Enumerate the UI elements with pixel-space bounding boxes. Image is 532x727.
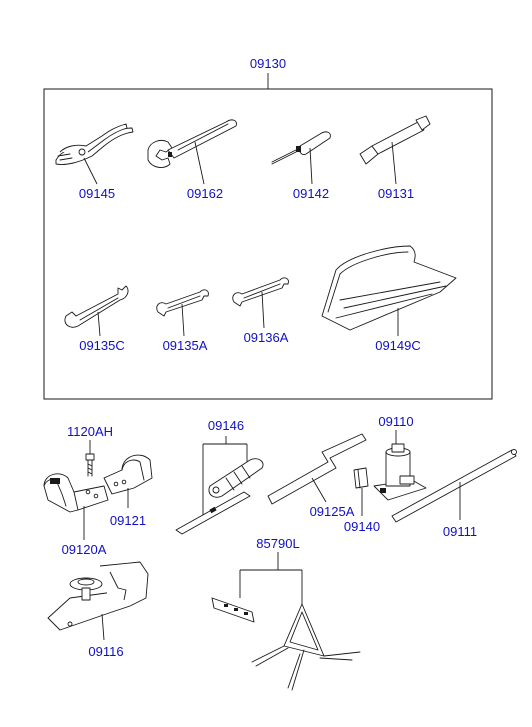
tool-kit-group-09130: 09130 bbox=[43, 56, 493, 400]
double-open-wrench-icon bbox=[156, 289, 209, 317]
leader-09135C bbox=[97, 311, 101, 337]
label-09131[interactable]: 09131 bbox=[378, 186, 414, 201]
wrench-09135A: 09135A bbox=[156, 289, 209, 353]
leader-09125A bbox=[311, 477, 327, 503]
label-09135C[interactable]: 09135C bbox=[79, 338, 125, 353]
bottle-jack-icon bbox=[373, 443, 427, 501]
label-09120A[interactable]: 09120A bbox=[62, 542, 107, 557]
double-open-wrench-icon bbox=[64, 285, 129, 328]
leader-09135A bbox=[181, 303, 185, 337]
bracket-icon bbox=[43, 473, 109, 513]
jack-handle-icon bbox=[208, 458, 264, 498]
wheel-brace-icon bbox=[267, 433, 367, 505]
screwdriver-09142: 09142 bbox=[271, 131, 331, 201]
label-09111[interactable]: 09111 bbox=[443, 524, 477, 539]
leader-09145 bbox=[83, 157, 98, 185]
spacer-block-icon bbox=[353, 467, 369, 489]
jack-handle-icon bbox=[175, 491, 251, 535]
label-09136A[interactable]: 09136A bbox=[244, 330, 289, 345]
adjustable-wrench-icon bbox=[147, 119, 237, 168]
label-09110[interactable]: 09110 bbox=[378, 414, 413, 429]
label-09116[interactable]: 09116 bbox=[88, 644, 123, 659]
bolt-icon bbox=[85, 453, 95, 477]
adjustable-wrench-09162: 09162 bbox=[147, 119, 237, 201]
pliers-icon bbox=[55, 123, 134, 165]
pliers-09145: 09145 bbox=[55, 123, 134, 201]
extension-bar-09131: 09131 bbox=[359, 115, 431, 201]
wheel-brace-icon bbox=[391, 449, 517, 523]
bolt-1120AH: 1120AH bbox=[67, 424, 113, 477]
label-09130[interactable]: 09130 bbox=[250, 56, 286, 71]
warning-triangle-85790L: 85790L bbox=[211, 536, 361, 691]
kit-box-outline bbox=[43, 88, 493, 400]
leader-09136A bbox=[261, 291, 265, 329]
clamp-icon bbox=[103, 454, 153, 495]
clamp-09121: 09121 bbox=[103, 454, 153, 528]
rod-09111: 09111 bbox=[391, 449, 517, 539]
leader-09131 bbox=[391, 141, 397, 185]
extension-bar-icon bbox=[359, 115, 431, 165]
label-09121[interactable]: 09121 bbox=[110, 513, 146, 528]
spacer-09140: 09140 bbox=[344, 467, 380, 534]
double-open-wrench-icon bbox=[232, 277, 289, 307]
wrench-09136A: 09136A bbox=[232, 277, 289, 345]
wrench-09135C: 09135C bbox=[64, 285, 129, 353]
tool-bag-09149C: 09149C bbox=[321, 245, 457, 353]
label-09162[interactable]: 09162 bbox=[187, 186, 223, 201]
tool-bag-icon bbox=[321, 245, 457, 331]
label-85790L[interactable]: 85790L bbox=[256, 536, 299, 551]
label-09135A[interactable]: 09135A bbox=[163, 338, 208, 353]
label-09146[interactable]: 09146 bbox=[208, 418, 244, 433]
jack-base-plate-icon bbox=[47, 561, 149, 631]
bar-09125A: 09125A bbox=[267, 433, 367, 519]
leader-85790L bbox=[239, 552, 303, 604]
jack-base-09116: 09116 bbox=[47, 561, 149, 659]
leader-09162 bbox=[194, 141, 205, 185]
leader-09116 bbox=[101, 613, 105, 641]
label-09145[interactable]: 09145 bbox=[79, 186, 115, 201]
leader-09142 bbox=[309, 147, 313, 185]
warning-triangle-icon bbox=[211, 597, 361, 691]
leader-09146 bbox=[202, 436, 248, 520]
bracket-09120A: 09120A bbox=[43, 473, 109, 557]
screwdriver-icon bbox=[271, 131, 331, 165]
label-1120AH[interactable]: 1120AH bbox=[67, 424, 113, 439]
label-09142[interactable]: 09142 bbox=[293, 186, 329, 201]
label-09125A[interactable]: 09125A bbox=[310, 504, 355, 519]
label-09140[interactable]: 09140 bbox=[344, 519, 380, 534]
bottle-jack-09110: 09110 bbox=[373, 414, 427, 501]
label-09149C[interactable]: 09149C bbox=[375, 338, 421, 353]
jack-handle-group-09146: 09146 bbox=[175, 418, 264, 535]
